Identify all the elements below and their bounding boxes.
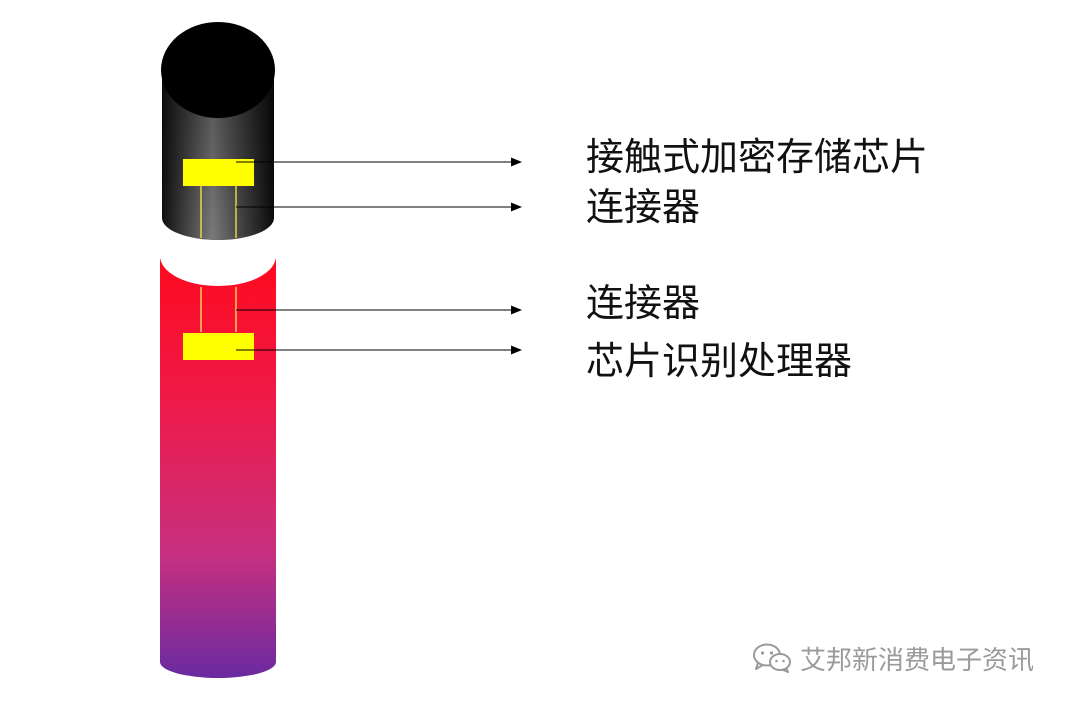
cap-top-face	[161, 22, 275, 118]
leader-arrowheads	[511, 157, 522, 355]
arrow-connector-bottom	[511, 305, 522, 315]
arrow-chip	[511, 157, 522, 167]
label-connector-top: 连接器	[586, 185, 701, 229]
label-connector-bottom: 连接器	[586, 281, 701, 325]
arrow-connector-top	[511, 202, 522, 212]
body-shell	[160, 258, 276, 678]
label-encrypted-storage-chip: 接触式加密存储芯片	[586, 135, 929, 179]
cap-connector-wires	[200, 186, 237, 238]
cap-body-shade	[162, 70, 274, 240]
body-cylinder	[160, 250, 276, 678]
watermark: 艾邦新消费电子资讯	[752, 640, 1034, 676]
encrypted-storage-chip	[183, 159, 254, 186]
leader-lines	[236, 161, 512, 351]
label-recognition-processor: 芯片识别处理器	[586, 339, 853, 383]
arrow-processor	[511, 345, 522, 355]
wechat-icon	[752, 642, 792, 674]
body-top-opening	[160, 250, 276, 286]
watermark-text: 艾邦新消费电子资讯	[800, 645, 1035, 676]
cap-cylinder	[161, 22, 275, 240]
recognition-processor-chip	[183, 333, 254, 360]
